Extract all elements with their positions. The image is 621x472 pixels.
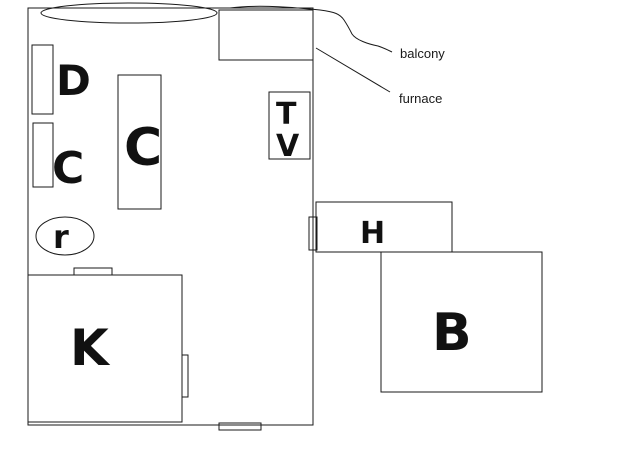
balcony-outline-path (229, 5, 393, 53)
tv-box (268, 91, 311, 160)
furnace-pointer-line (315, 47, 391, 93)
desk-piece-upper (31, 44, 54, 115)
kitchen-door-right (181, 354, 189, 398)
round-item-letter: r (53, 218, 69, 256)
room-letter-d: D (56, 56, 91, 105)
round-item-ellipse (35, 216, 95, 256)
bedroom-letter: B (432, 303, 472, 363)
bedroom-room (380, 251, 543, 393)
desk-piece-lower (32, 122, 54, 188)
room-letter-c-center: C (124, 118, 162, 178)
room-letter-c-left: C (52, 143, 84, 194)
hallway-door (308, 216, 318, 251)
tv-letter-t: T (276, 97, 297, 132)
balcony-box (218, 9, 314, 61)
hallway-letter: H (360, 216, 385, 251)
couch-box (117, 74, 162, 210)
tv-letter-v: V (276, 129, 300, 164)
balcony-label: balcony (400, 46, 445, 61)
furnace-label: furnace (399, 91, 442, 106)
kitchen-letter: K (70, 319, 111, 377)
main-door-bottom (218, 422, 262, 431)
top-ellipse-fixture (40, 2, 218, 24)
kitchen-door-top (73, 267, 113, 276)
